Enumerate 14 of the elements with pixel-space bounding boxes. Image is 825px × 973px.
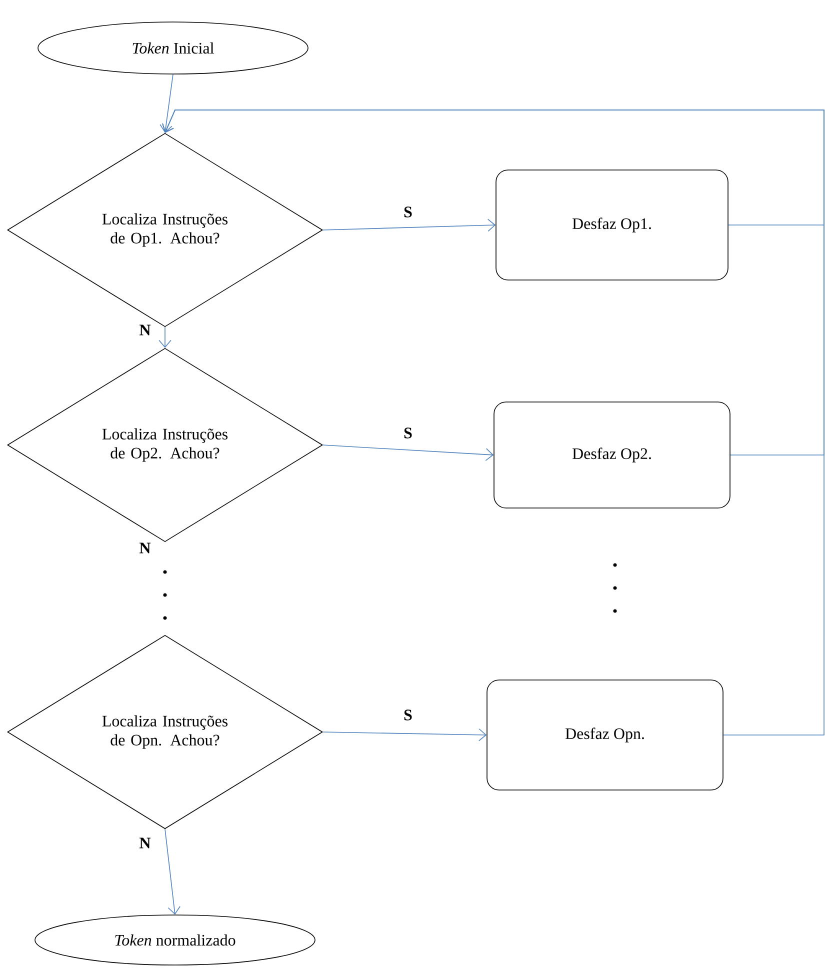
edge-label: N — [138, 836, 152, 850]
arrow — [322, 444, 494, 461]
arrow — [162, 110, 824, 736]
arrow — [164, 828, 180, 915]
arrow — [160, 74, 174, 133]
edge-label: S — [402, 426, 414, 440]
process-box: Desfaz Op2. — [494, 402, 730, 508]
process-box: Desfaz Op1. — [496, 170, 728, 280]
arrow — [322, 218, 496, 232]
edge-label: S — [402, 708, 414, 722]
edge-label: S — [402, 206, 414, 218]
arrow — [322, 728, 487, 742]
process-box: Desfaz Opn. — [486, 680, 724, 790]
arrow — [158, 326, 172, 348]
